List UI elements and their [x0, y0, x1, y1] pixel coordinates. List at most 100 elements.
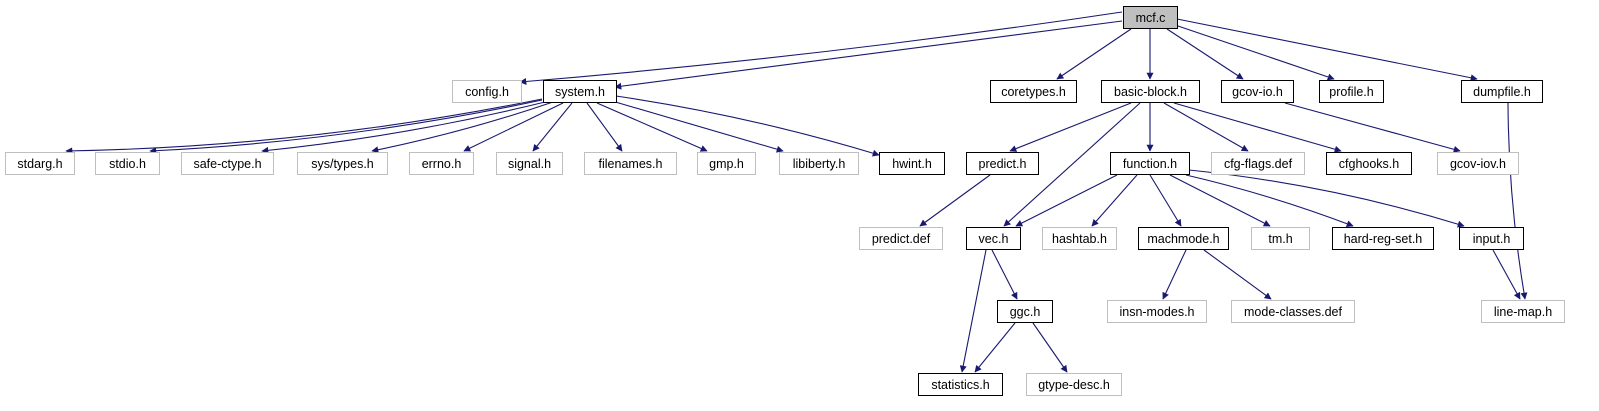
edge-system-h-to-libiberty-h [611, 100, 784, 153]
node-box [5, 152, 75, 175]
edge-basic-block-h-to-vec-h [1003, 102, 1141, 227]
node-box [990, 80, 1077, 103]
node-label: function.h [1123, 157, 1177, 171]
edge-gcov-io-h-to-gcov-iov-h [1284, 102, 1461, 153]
node-label: signal.h [508, 157, 551, 171]
node-box [1211, 152, 1305, 175]
edge-mcf-c-to-gcov-io-h [1166, 28, 1244, 80]
node-label: gcov-io.h [1232, 85, 1283, 99]
edge-function-h-to-machmode-h [1149, 174, 1182, 227]
node-box [1326, 152, 1412, 175]
node-tm-h: tm.h [1251, 227, 1310, 250]
node-profile-h[interactable]: profile.h [1319, 80, 1384, 103]
node-box [1481, 300, 1565, 323]
node-gmp-h: gmp.h [697, 152, 756, 175]
node-function-h[interactable]: function.h [1110, 152, 1190, 175]
node-line-map-h: line-map.h [1481, 300, 1565, 323]
node-box [1459, 227, 1524, 250]
node-libiberty-h: libiberty.h [779, 152, 859, 175]
node-label: stdarg.h [17, 157, 62, 171]
edge-machmode-h-to-insn-modes-h [1162, 249, 1187, 300]
node-label: vec.h [979, 232, 1009, 246]
edge-function-h-to-input-h [1188, 169, 1465, 228]
node-box [1461, 80, 1543, 103]
edge-system-h-to-hwint-h [615, 95, 880, 157]
node-mcf-c[interactable]: mcf.c [1123, 6, 1178, 29]
node-label: machmode.h [1147, 232, 1219, 246]
edge-system-h-to-signal-h [532, 102, 573, 152]
node-ggc-h[interactable]: ggc.h [997, 300, 1053, 323]
edge-basic-block-h-to-cfg-flags-def [1163, 102, 1249, 152]
node-insn-modes-h: insn-modes.h [1107, 300, 1207, 323]
node-errno-h: errno.h [409, 152, 474, 175]
node-box [1437, 152, 1519, 175]
node-label: safe-ctype.h [193, 157, 261, 171]
edge-basic-block-h-to-predict-h [1009, 102, 1132, 152]
node-label: system.h [555, 85, 605, 99]
node-label: profile.h [1329, 85, 1374, 99]
node-box [1042, 227, 1117, 250]
node-label: mode-classes.def [1244, 305, 1342, 319]
node-label: coretypes.h [1001, 85, 1066, 99]
node-label: filenames.h [599, 157, 663, 171]
node-system-h[interactable]: system.h [543, 80, 617, 103]
node-label: dumpfile.h [1473, 85, 1531, 99]
node-label: mcf.c [1136, 11, 1166, 25]
node-statistics-h[interactable]: statistics.h [918, 373, 1003, 396]
node-label: predict.def [872, 232, 931, 246]
node-vec-h[interactable]: vec.h [966, 227, 1021, 250]
node-box [1138, 227, 1229, 250]
edge-mcf-c-to-config-h [519, 11, 1123, 85]
node-label: config.h [465, 85, 509, 99]
node-label: ggc.h [1010, 305, 1041, 319]
node-box [496, 152, 563, 175]
node-label: sys/types.h [311, 157, 374, 171]
node-label: input.h [1473, 232, 1511, 246]
node-stdio-h: stdio.h [95, 152, 160, 175]
node-input-h[interactable]: input.h [1459, 227, 1524, 250]
node-sys-types-h: sys/types.h [297, 152, 388, 175]
node-gcov-io-h[interactable]: gcov-io.h [1221, 80, 1294, 103]
node-stdarg-h: stdarg.h [5, 152, 75, 175]
node-label: gtype-desc.h [1038, 378, 1110, 392]
node-label: tm.h [1268, 232, 1292, 246]
node-box [181, 152, 274, 175]
node-predict-def: predict.def [859, 227, 943, 250]
node-box [918, 373, 1003, 396]
node-box [1110, 152, 1190, 175]
node-machmode-h[interactable]: machmode.h [1138, 227, 1229, 250]
node-filenames-h: filenames.h [584, 152, 677, 175]
node-box [1026, 373, 1122, 396]
edge-system-h-to-safe-ctype-h [261, 101, 546, 154]
node-config-h: config.h [452, 80, 522, 103]
node-hwint-h[interactable]: hwint.h [879, 152, 945, 175]
edge-system-h-to-stdio-h [149, 99, 543, 155]
node-cfghooks-h[interactable]: cfghooks.h [1326, 152, 1412, 175]
node-label: hard-reg-set.h [1344, 232, 1423, 246]
node-hard-reg-set-h[interactable]: hard-reg-set.h [1332, 227, 1434, 250]
node-signal-h: signal.h [496, 152, 563, 175]
node-basic-block-h[interactable]: basic-block.h [1101, 80, 1200, 103]
edge-system-h-to-filenames-h [586, 102, 623, 152]
edge-function-h-to-hashtab-h [1091, 174, 1138, 227]
edge-ggc-h-to-gtype-desc-h [1032, 322, 1068, 373]
edge-predict-h-to-predict-def [919, 174, 991, 227]
edge-mcf-c-to-system-h [614, 20, 1123, 90]
node-box [409, 152, 474, 175]
node-box [859, 227, 943, 250]
node-coretypes-h[interactable]: coretypes.h [990, 80, 1077, 103]
node-label: gcov-iov.h [1450, 157, 1506, 171]
node-box [95, 152, 160, 175]
edge-system-h-to-stdarg-h [65, 98, 543, 155]
node-predict-h[interactable]: predict.h [966, 152, 1039, 175]
edge-basic-block-h-to-cfghooks-h [1173, 102, 1342, 153]
edge-vec-h-to-ggc-h [991, 249, 1018, 300]
edge-mcf-c-to-dumpfile-h [1176, 18, 1478, 82]
node-label: basic-block.h [1114, 85, 1187, 99]
node-label: stdio.h [109, 157, 146, 171]
node-box [1101, 80, 1200, 103]
node-box [779, 152, 859, 175]
node-label: libiberty.h [793, 157, 846, 171]
node-dumpfile-h[interactable]: dumpfile.h [1461, 80, 1543, 103]
